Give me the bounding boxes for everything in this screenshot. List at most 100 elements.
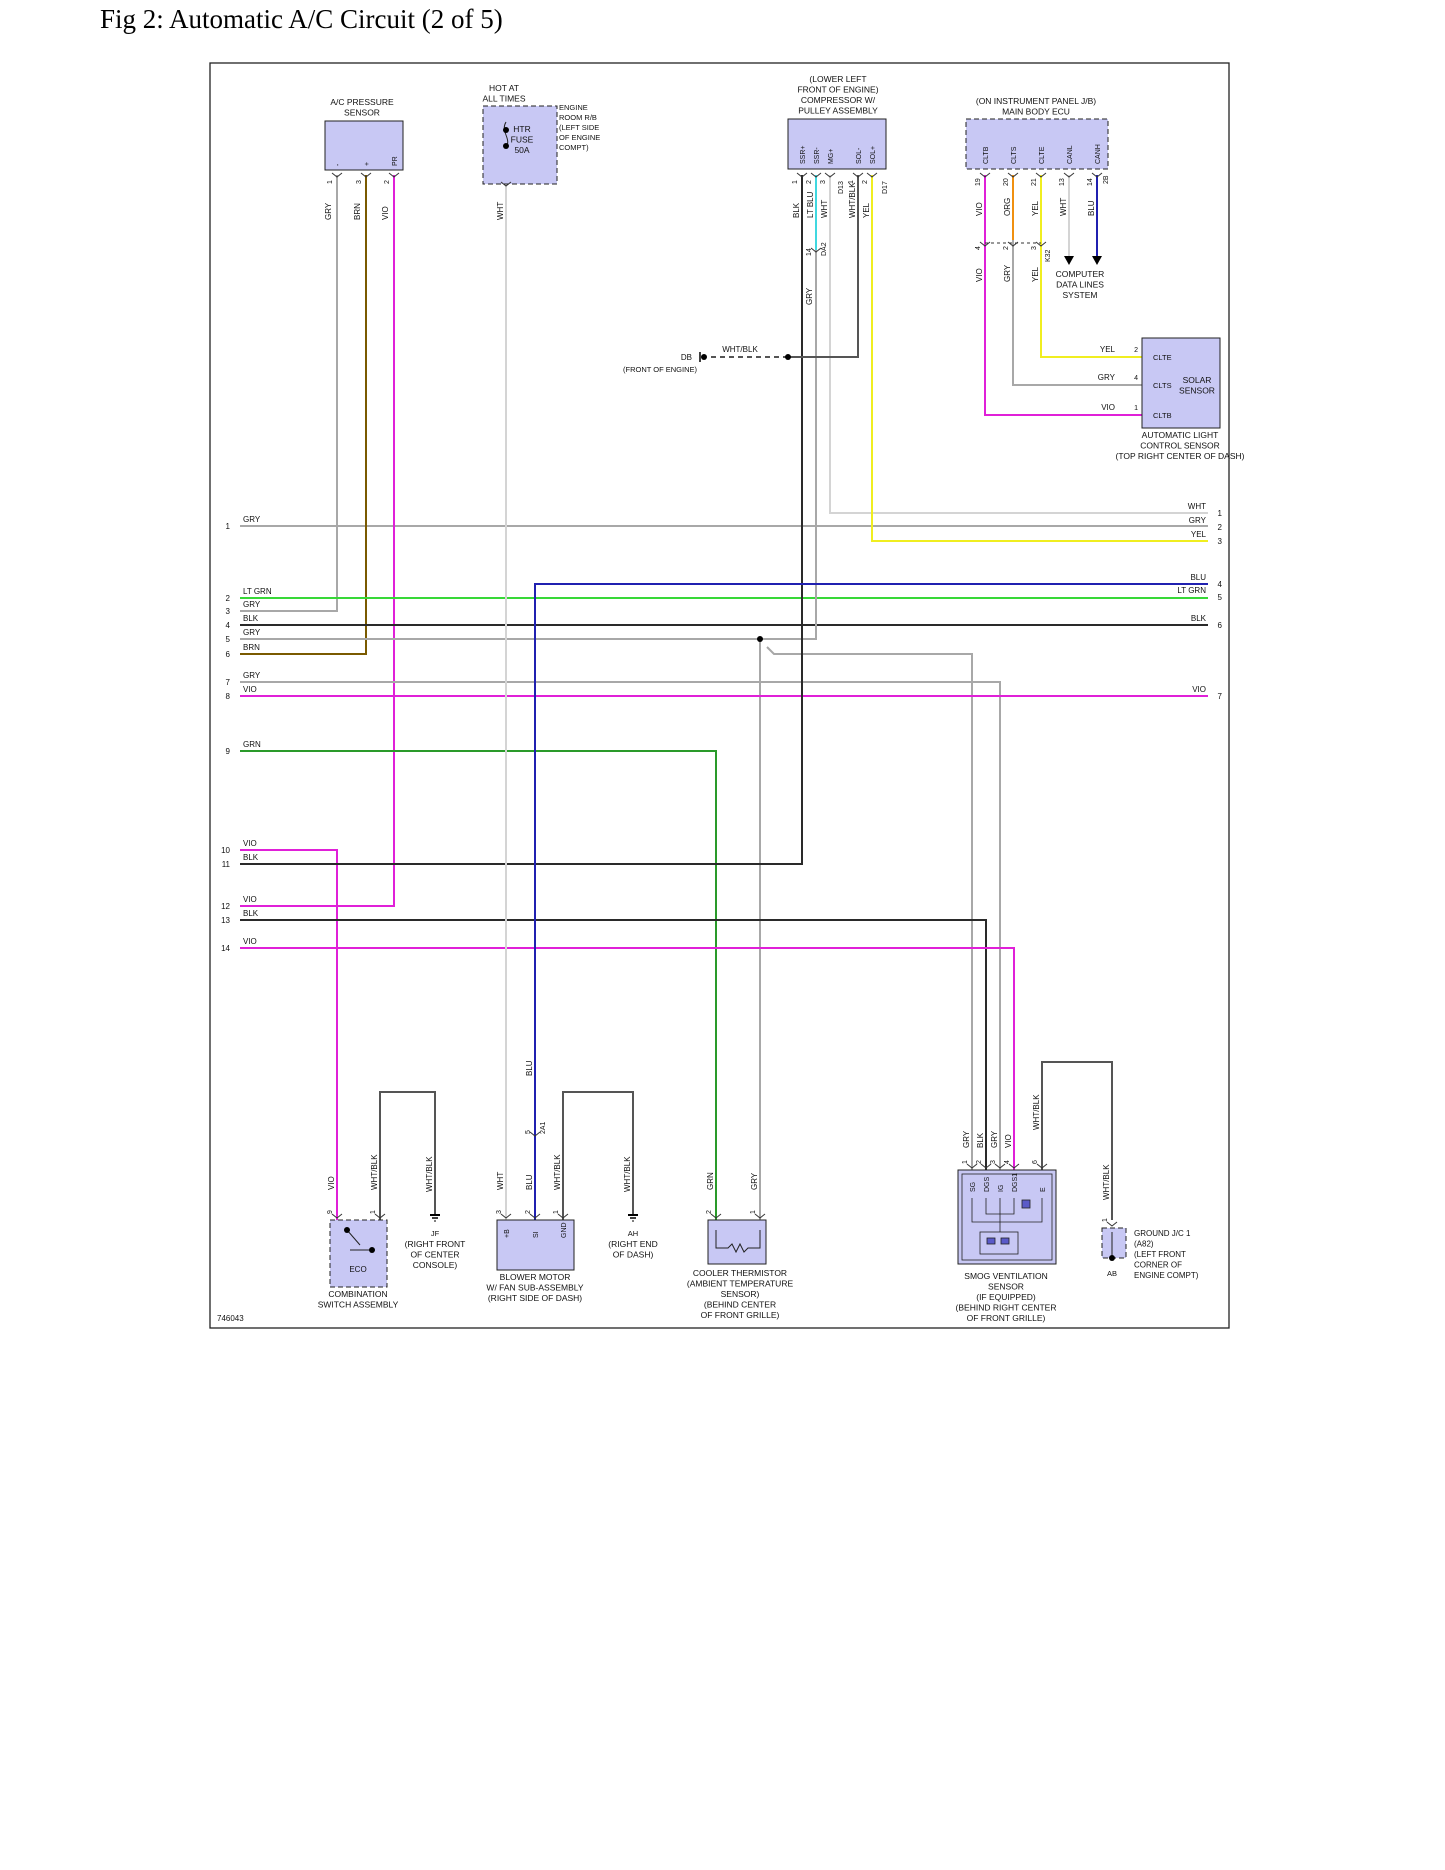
blower-name: (RIGHT SIDE OF DASH) (488, 1293, 582, 1303)
wire-smog-ig (240, 681, 1001, 1170)
smog-connector (980, 1163, 992, 1169)
solar-sensor-name: (TOP RIGHT CENTER OF DASH) (1116, 451, 1245, 461)
ac-pressure-name: SENSOR (344, 108, 380, 118)
thermistor-wire-label: GRN (706, 1172, 715, 1190)
right-row-wire-label: YEL (1191, 530, 1207, 539)
ac-pressure-connector (388, 172, 400, 178)
compressor-connector (852, 172, 864, 178)
ecu-pin-num: 13 (1059, 178, 1066, 186)
blower-gnd-code: AH (628, 1229, 638, 1238)
left-row-wire-label: GRY (243, 671, 261, 680)
left-row-wire-label: GRY (243, 628, 261, 637)
computer-data-lines: DATA LINES (1056, 280, 1104, 290)
left-row-number: 4 (226, 621, 231, 630)
blower-wire-label: BLU (525, 1174, 534, 1190)
blower-connector (500, 1213, 512, 1219)
compressor-splice-ref: DA2 (821, 242, 828, 256)
main-body-ecu (965, 118, 1109, 170)
left-row-number: 2 (226, 594, 231, 603)
smog-pin: SG (970, 1182, 977, 1192)
switch-label: ECO (349, 1265, 366, 1274)
left-row-wire-label: BLK (243, 853, 259, 862)
computer-data-lines: SYSTEM (1063, 290, 1098, 300)
compressor-pin: SSR+ (800, 146, 807, 164)
compressor-splice-connector (810, 247, 822, 253)
ecu-wire-label: YEL (1031, 200, 1040, 216)
switch-pin-num: 9 (327, 1210, 334, 1214)
switch-gnd-location: CONSOLE) (413, 1260, 458, 1270)
ac-pressure-pin: + (364, 162, 371, 166)
ac-pressure-connector (360, 172, 372, 178)
left-row-number: 12 (221, 902, 230, 911)
fuse-label: HTR (513, 124, 530, 134)
ecu-lower-connector (979, 241, 991, 247)
right-row-number: 5 (1218, 593, 1223, 602)
blower-splice-wire: BLU (525, 1060, 534, 1076)
wire-compressor-gry (760, 175, 817, 640)
smog-element (1021, 1199, 1031, 1209)
wire-thermistor-grn (240, 750, 717, 1220)
compressor-connector (796, 172, 808, 178)
ground-db-terminal (701, 354, 707, 360)
blower-splice-pin: 5 (525, 1130, 532, 1134)
blower-connector (529, 1213, 541, 1219)
fuse-wire-label: WHT (496, 202, 505, 220)
right-row-number: 3 (1218, 537, 1223, 546)
ac-pressure-sensor (324, 120, 404, 171)
fuse-location: OF ENGINE (559, 133, 600, 142)
solar-sensor (1141, 337, 1221, 429)
smog-connector (966, 1163, 978, 1169)
switch-terminal (369, 1247, 375, 1253)
compressor-wire-label: BLK (792, 202, 801, 218)
thermistor-name: (BEHIND CENTER (704, 1300, 776, 1310)
smog-pin: E (1040, 1187, 1047, 1192)
ecu-connector (979, 172, 991, 178)
smog-inner-frame (961, 1173, 1053, 1261)
compressor-pin-num: 1 (792, 180, 799, 184)
ecu-lower-pin: 3 (1031, 246, 1038, 250)
compressor-conn-ref: D13 (838, 181, 845, 194)
switch-name: COMBINATION (328, 1289, 387, 1299)
ac-pressure-wire-label: VIO (381, 206, 390, 220)
ground-jc-name: GROUND J/C 1 (1134, 1229, 1191, 1238)
right-row-number: 2 (1218, 523, 1223, 532)
switch-gnd-location: OF CENTER (410, 1250, 459, 1260)
ac-pressure-pin-num: 1 (327, 180, 334, 184)
smog-element (986, 1237, 996, 1245)
wire-ac-pressure-gry (240, 175, 338, 612)
smog-connector (994, 1163, 1006, 1169)
ground-db-splice (785, 354, 791, 360)
smog-pin-num: 2 (976, 1160, 983, 1164)
right-row-wire-label: VIO (1192, 685, 1206, 694)
wire-smog-sg (766, 646, 973, 1170)
ground-jc-code: AB (1107, 1269, 1117, 1278)
solar-wire-label: VIO (1101, 403, 1115, 412)
left-row-number: 8 (226, 692, 231, 701)
switch-symbol (346, 1229, 372, 1251)
smog-name: (BEHIND RIGHT CENTER (956, 1303, 1057, 1313)
ecu-pin-num: 14 (1087, 178, 1094, 186)
ecu-pin: CANH (1095, 144, 1102, 164)
ecu-pin: CANL (1067, 145, 1074, 164)
ecu-connector (1035, 172, 1047, 178)
ac-pressure-wire-label: GRY (324, 202, 333, 220)
thermistor-wire-label: GRY (750, 1172, 759, 1190)
wire-switch-gnd (379, 1091, 436, 1220)
left-row-wire-label: LT GRN (243, 587, 272, 596)
compressor-wire-label: LT BLU (806, 191, 815, 218)
solar-pin-num: 4 (1134, 375, 1138, 382)
left-row-number: 10 (221, 846, 230, 855)
smog-name: (IF EQUIPPED) (976, 1292, 1036, 1302)
fuse-connector (500, 181, 512, 187)
smog-pin-num: 6 (1032, 1160, 1039, 1164)
ground-jc-name: CORNER OF (1134, 1261, 1182, 1270)
blower-name: W/ FAN SUB-ASSEMBLY (486, 1283, 583, 1293)
splice-gry-row5 (757, 636, 763, 642)
thermistor-name: (AMBIENT TEMPERATURE (687, 1279, 794, 1289)
smog-ventilation-sensor (957, 1169, 1057, 1265)
left-row-wire-label: VIO (243, 839, 257, 848)
compressor-name: (LOWER LEFT (809, 74, 866, 84)
ecu-lower-pin: 4 (975, 246, 982, 250)
ground-db-code: DB (681, 353, 692, 362)
smog-connector (1036, 1163, 1048, 1169)
